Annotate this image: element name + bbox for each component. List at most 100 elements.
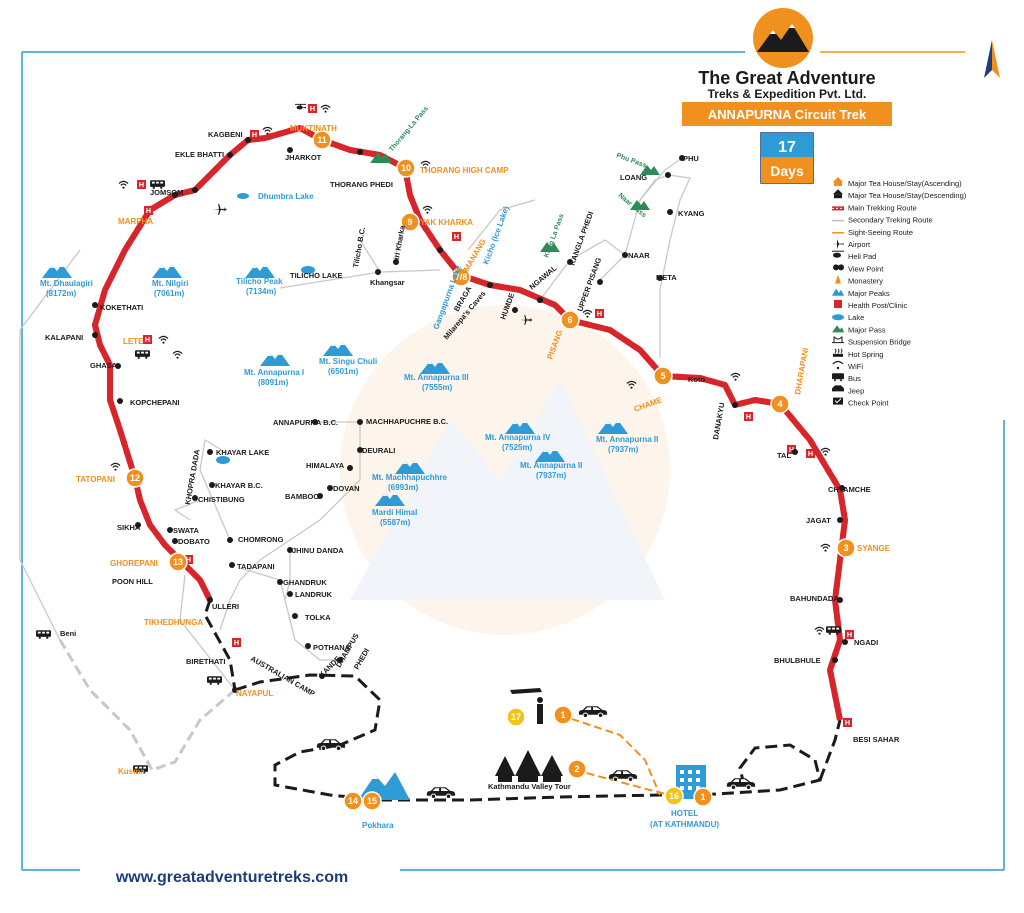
health-post-icon	[806, 449, 815, 458]
legend-label: View Point	[848, 264, 884, 273]
place-label: THORANG HIGH CAMP	[420, 166, 509, 175]
sightseeing-route	[559, 714, 671, 796]
legend-label: Check Point	[848, 399, 889, 408]
place-label: THORANG PHEDI	[330, 180, 393, 189]
place-dot	[357, 419, 363, 425]
place-dot	[327, 485, 333, 491]
legend-item: Major Tea House/Stay(Descending)	[833, 189, 967, 200]
place-label: YAK KHARKA	[420, 218, 473, 227]
place-label: KOKETHATI	[100, 303, 143, 312]
hot-spring-icon	[833, 348, 843, 357]
place-label: BIRETHATI	[186, 657, 225, 666]
place-label: Kusma	[118, 767, 145, 776]
stop-number: 7/8	[455, 272, 468, 282]
place-label: (7937m)	[536, 471, 567, 480]
place-label: HOTEL	[671, 809, 698, 818]
place-label: ANNAPURNA B.C.	[273, 418, 338, 427]
stop-number: 11	[317, 135, 327, 145]
stop-number: 14	[348, 796, 358, 806]
place-label: Pokhara	[362, 821, 394, 830]
place-label: GHASA	[90, 361, 118, 370]
place-label: KANGLA PHEDI	[567, 210, 595, 266]
place-label: TILICHO LAKE	[290, 271, 343, 280]
place-label: GHOREPANI	[110, 559, 158, 568]
place-label: DHARAPANI	[793, 347, 810, 395]
stop-number: 5	[660, 371, 665, 381]
legend-label: Suspension Bridge	[848, 338, 911, 347]
place-label: META	[656, 273, 677, 282]
car-icon	[726, 777, 756, 790]
legend-item: Lake	[832, 313, 864, 322]
place-dot	[437, 247, 443, 253]
place-label: DEURALI	[362, 446, 395, 455]
legend-label: Sight-Seeing Route	[848, 228, 913, 237]
place-dot	[317, 493, 323, 499]
trek-title-banner	[682, 102, 892, 126]
place-label: Khangsar	[370, 278, 405, 287]
stop-badge-5: 5	[653, 366, 673, 386]
stop-badge-13: 13	[168, 552, 188, 572]
stop-number: 3	[843, 543, 848, 553]
place-label: NAYAPUL	[236, 689, 273, 698]
place-dot	[287, 147, 293, 153]
place-label: EKLE BHATTI	[175, 150, 224, 159]
stop-number: 6	[567, 315, 572, 325]
legend-item: Bus	[832, 373, 861, 383]
place-label: KALAPANI	[45, 333, 83, 342]
days-number: 17	[778, 139, 796, 156]
place-label: GHANDRUK	[283, 578, 327, 587]
place-label: (7134m)	[246, 287, 277, 296]
place-dot	[232, 687, 238, 693]
place-label: DOVAN	[333, 484, 360, 493]
place-label: LANDRUK	[295, 590, 333, 599]
place-dot	[312, 419, 318, 425]
stop-number: 16	[669, 791, 679, 801]
place-dot	[732, 402, 738, 408]
jeep-icon	[832, 385, 844, 392]
road-routes	[203, 599, 842, 802]
place-label: Mt. Singu Chuli	[319, 357, 377, 366]
place-dot	[92, 332, 98, 338]
place-label: ULLERI	[212, 602, 239, 611]
alt-road	[58, 639, 236, 772]
stop-number: 1	[560, 710, 565, 720]
place-label: Mt. Annapurna III	[404, 373, 469, 382]
place-label: NGADI	[854, 638, 878, 647]
place-dot	[245, 137, 251, 143]
place-label: JOMSOM	[150, 188, 183, 197]
place-label: (6993m)	[388, 483, 419, 492]
place-dot	[192, 187, 198, 193]
place-label: LETE	[123, 337, 144, 346]
place-label: LOANG	[620, 173, 647, 182]
wifi-icon	[110, 462, 121, 471]
place-label: BHULBHULE	[774, 656, 821, 665]
place-label: POTHANA	[313, 643, 351, 652]
main-route-icon	[832, 206, 844, 211]
place-dot	[305, 643, 311, 649]
website-url[interactable]: www.greatadventuretreks.com	[115, 869, 348, 886]
stop-number: 9	[407, 217, 412, 227]
stop-number: 4	[777, 399, 782, 409]
major-pass-icon	[832, 325, 844, 333]
company-name: The Great Adventure	[698, 68, 875, 88]
days-label: Days	[770, 163, 804, 179]
place-dot	[537, 297, 543, 303]
place-label: PHEDI	[352, 647, 371, 671]
health-post-icon	[250, 130, 259, 139]
legend-item: Major Pass	[832, 325, 886, 334]
health-post-icon	[137, 180, 146, 189]
place-label: TIKHEDHUNGA	[144, 618, 203, 627]
place-dot	[287, 547, 293, 553]
place-label: Mardi Himal	[372, 508, 417, 517]
place-dot	[665, 172, 671, 178]
place-label: Kathmandu Valley Tour	[488, 782, 571, 791]
wifi-icon	[582, 309, 593, 318]
legend-label: Major Tea House/Stay(Descending)	[848, 191, 967, 200]
place-label: Phu Pass	[615, 152, 647, 169]
place-label: Mt. Annapurna IV	[485, 433, 551, 442]
place-label: Mt. Dhaulagiri	[40, 279, 93, 288]
place-dot	[357, 447, 363, 453]
legend-label: Heli Pad	[848, 252, 876, 261]
place-label: (8172m)	[46, 289, 77, 298]
